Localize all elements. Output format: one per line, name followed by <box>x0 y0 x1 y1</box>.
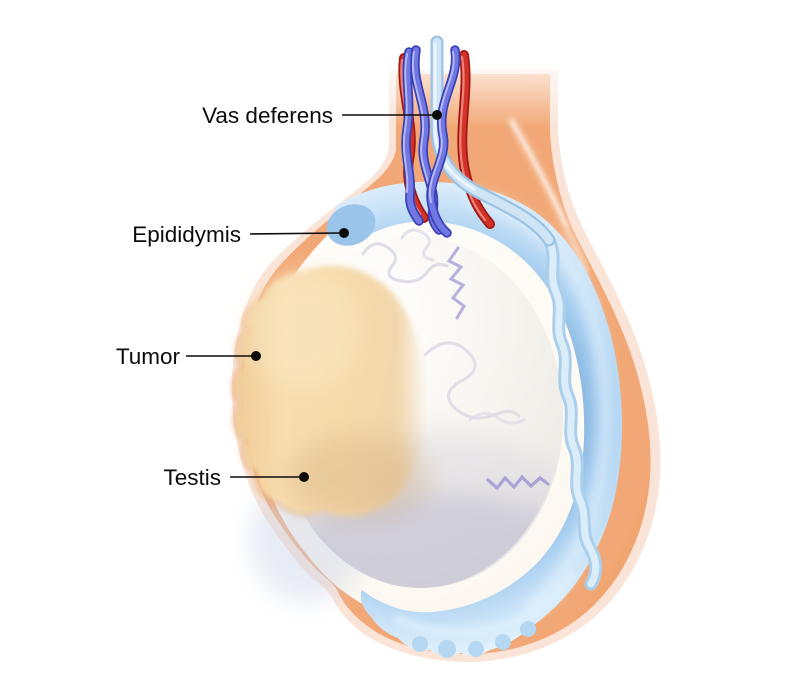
tubule-squiggle-purple-1 <box>446 246 466 320</box>
artery-right <box>457 50 495 229</box>
tubule-squiggle-purple-2 <box>486 474 550 491</box>
annotation-epididymis: Epididymis <box>132 222 349 247</box>
vas-duct-core <box>545 236 600 588</box>
label-vas-deferens: Vas deferens <box>202 103 333 128</box>
label-epididymis: Epididymis <box>132 222 241 247</box>
tubule-squiggle-gray-1 <box>361 242 449 284</box>
annotations: Vas deferens Epididymis Tumor Testis <box>116 103 442 490</box>
testis-tubule-squiggles <box>361 228 550 491</box>
leader-dot-testis <box>299 472 309 482</box>
epididymis-head <box>326 204 376 246</box>
epididymis-tail-lobes <box>412 621 536 658</box>
leader-dot-tumor <box>251 351 261 361</box>
tumor-highlight <box>250 270 360 390</box>
annotation-tumor: Tumor <box>116 344 261 369</box>
vein-left <box>401 47 424 226</box>
leader-dot-vas-deferens <box>432 110 442 120</box>
annotation-vas-deferens: Vas deferens <box>202 103 442 128</box>
tumor-lower-shadow <box>288 436 432 520</box>
vas-deferens-duct <box>542 233 603 591</box>
vein-right <box>426 45 461 238</box>
spermatic-cord <box>398 35 556 247</box>
leader-line-epididymis <box>249 232 341 235</box>
skin-fold-highlight-core <box>510 121 569 228</box>
tubule-squiggle-gray-4 <box>468 412 526 425</box>
label-tumor: Tumor <box>116 344 181 369</box>
epididymis-tail-highlight <box>392 569 579 638</box>
tumor-mass <box>231 265 432 520</box>
annotation-testis: Testis <box>163 465 309 490</box>
leader-dot-epididymis <box>339 228 349 238</box>
label-testis: Testis <box>163 465 221 490</box>
top-fade <box>356 36 592 132</box>
tubule-squiggle-gray-3 <box>423 341 521 420</box>
tubule-squiggle-gray-2 <box>400 228 435 262</box>
